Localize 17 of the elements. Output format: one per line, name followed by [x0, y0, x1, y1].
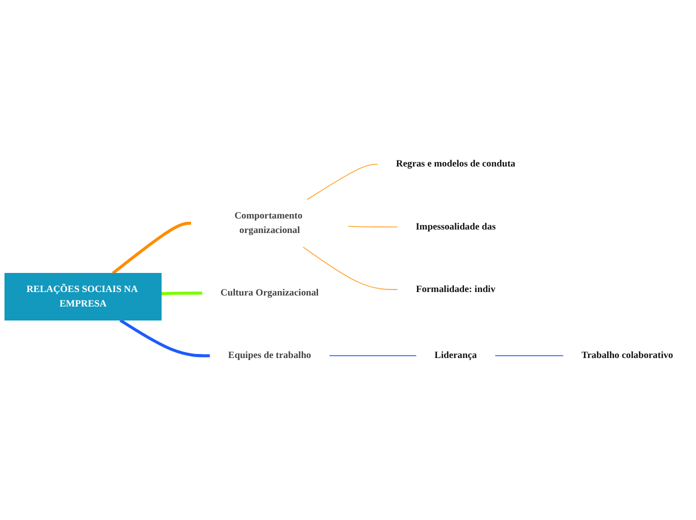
node-text: Impessoalidade das	[416, 221, 496, 232]
connector	[112, 222, 192, 274]
node-text: Equipes de trabalho	[228, 350, 312, 361]
connector	[494, 355, 564, 356]
connector	[302, 246, 398, 290]
connector	[119, 318, 210, 358]
connector	[161, 292, 202, 296]
node-text: Formalidade: indiv	[416, 284, 496, 294]
node-text: Regras e modelos de conduta	[396, 158, 516, 170]
node-text: Liderança	[434, 350, 477, 361]
node-box: RELAÇÕES SOCIAIS NA EMPRESA	[4, 272, 162, 320]
connector	[328, 355, 417, 356]
node-text: Comportamento organizacional	[234, 210, 302, 236]
node-text: Cultura Organizacional	[220, 288, 319, 298]
node-text: Trabalho colaborativo	[582, 350, 674, 361]
connector	[347, 226, 398, 228]
connector	[306, 164, 378, 200]
